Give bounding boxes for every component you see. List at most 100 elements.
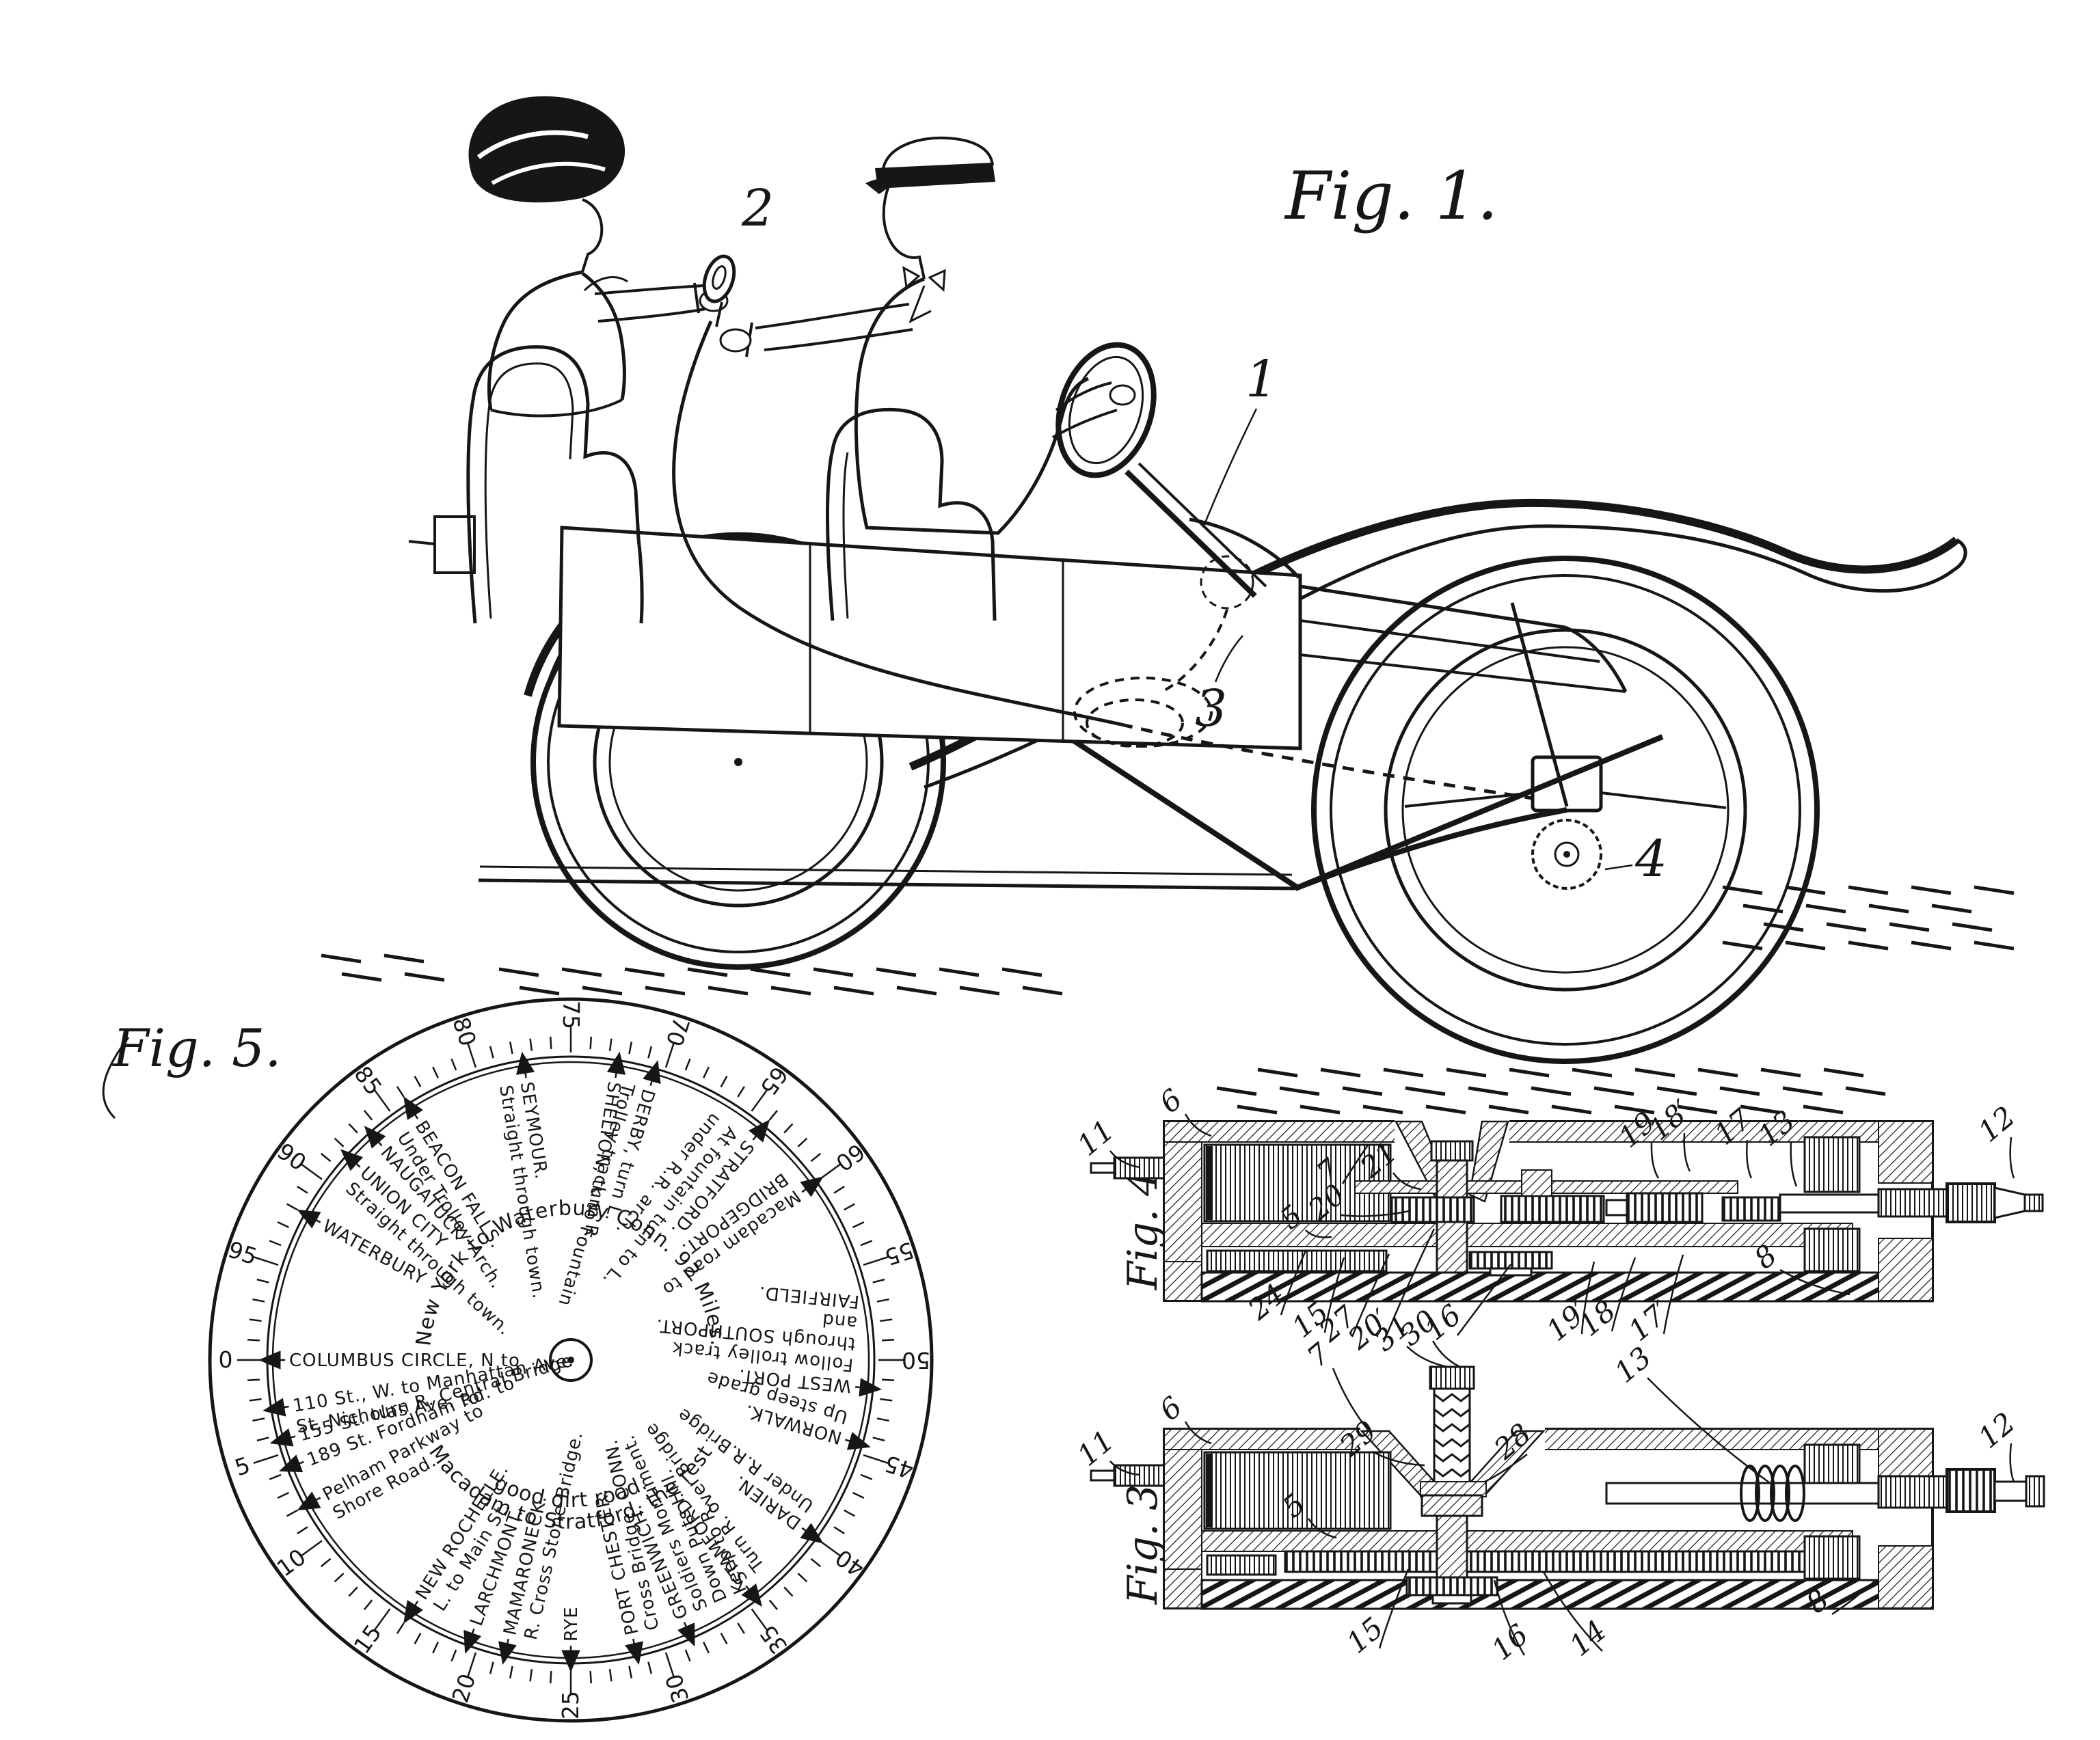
tick-minor [720, 1632, 728, 1644]
tick-minor [489, 1661, 494, 1674]
tick-minor [249, 1318, 262, 1322]
ground-hatch-line [1300, 1104, 1341, 1115]
route-entry: COLUMBUS CIRCLE, N to [258, 1350, 520, 1371]
part-callout-leader [1184, 1113, 1212, 1137]
tick-major [300, 1540, 323, 1557]
ground-hatch-line [341, 972, 382, 982]
fig4-shaft-through-wall [1877, 1188, 1948, 1218]
route-entry-arrow [498, 1638, 517, 1665]
ground-hatch-line [1614, 1104, 1655, 1115]
part-callout-leader [1484, 1454, 1528, 1483]
fig3-spring-drum [1203, 1451, 1392, 1530]
ground-hatch-line [1760, 1068, 1801, 1078]
hood-top-line [1300, 584, 1566, 629]
hand-indicator-device [702, 254, 736, 327]
fig3-worm-nut [1421, 1494, 1483, 1517]
ground-hatch-line [770, 985, 811, 996]
fig3-label: Fig. 3. [1119, 1471, 1167, 1605]
route-entry: RYE [561, 1606, 582, 1672]
ground-hatch-line [498, 967, 539, 977]
tick-minor [529, 1038, 533, 1051]
tick-minor [872, 1437, 885, 1442]
ground-hatch-line [833, 985, 874, 996]
ground-hatch-line [383, 953, 425, 964]
fig3-right-inner-block-bottom [1803, 1535, 1861, 1580]
tick-minor [252, 1298, 265, 1303]
ground-hatch-line [1974, 885, 2015, 895]
ground-hatch-line [1952, 922, 1993, 932]
steering-column [1125, 470, 1257, 598]
part-callout-leader [1493, 1579, 1526, 1656]
tick-minor [737, 1622, 746, 1634]
callout-3-leader [1214, 635, 1243, 683]
tick-minor [363, 1599, 373, 1611]
hub-drive-gear [1531, 819, 1602, 890]
flexible-cable-solid [672, 320, 1122, 726]
route-entry-arrow [262, 1398, 289, 1417]
front-perch-bar [1294, 734, 1664, 891]
ground-hatch-line [1719, 1086, 1760, 1096]
fig4-left-wall [1163, 1141, 1202, 1262]
fig4-bottom-band [1200, 1271, 1934, 1303]
indicator-dial [712, 265, 727, 290]
tick-label: 0 [219, 1346, 233, 1373]
tick-minor [320, 1558, 332, 1568]
part-callout-leader [1341, 1143, 1370, 1184]
fig3-knurled-screw [1433, 1389, 1471, 1482]
tick-minor [810, 1558, 822, 1568]
ground-hatch-line [1845, 1086, 1886, 1096]
fig4-flex-coupling [1946, 1182, 1996, 1223]
tick-minor [880, 1398, 893, 1402]
route-entry-arrow [297, 1209, 321, 1229]
ground-hatch-line [939, 967, 980, 977]
body-panel [557, 526, 1302, 750]
part-callout-leader [1580, 1261, 1596, 1335]
driver-bowtie [902, 266, 946, 293]
ground-hatch-line [519, 985, 560, 996]
part-callout-leader [1280, 1250, 1307, 1316]
ground-hatch-line [1593, 1086, 1634, 1096]
ground-hatch-line [1697, 1068, 1738, 1078]
fig3-left-wall [1163, 1449, 1202, 1570]
fig4-spring-drum-dark-edge [1206, 1146, 1213, 1220]
tick-minor [277, 1221, 289, 1228]
hood-low-line [1300, 653, 1626, 693]
fig4-right-wall-bottom [1878, 1238, 1933, 1301]
driver-right-hand [1109, 384, 1136, 406]
fig1-label: Fig. 1. [1284, 158, 1498, 234]
woman-cuff [693, 282, 700, 314]
woman-hat-swirl-1 [476, 130, 589, 159]
part-callout-leader [1647, 1377, 1773, 1486]
steering-column-2 [1138, 462, 1267, 588]
tick-major [467, 1042, 477, 1068]
ground-hatch-line [561, 967, 602, 977]
tick-minor [860, 1473, 873, 1480]
tick-minor [549, 1671, 552, 1684]
tick-minor [843, 1203, 855, 1211]
ground-hatch-line [1216, 1086, 1257, 1096]
part-callout-leader [1184, 1421, 1212, 1445]
column-indicator-dashed [1200, 555, 1254, 610]
fig3-left-stub-shaft [1113, 1464, 1168, 1487]
tick-minor [286, 1509, 299, 1517]
ground-hatch-line [1823, 1068, 1864, 1078]
fig3-coil-spring [1740, 1465, 1805, 1522]
fig4-center-post-cap [1430, 1140, 1474, 1162]
tick-minor [647, 1046, 653, 1059]
ground-hatch-line [1383, 1068, 1424, 1078]
disc-pivot-dot [567, 1357, 574, 1363]
callout-2: 2 [741, 179, 774, 238]
fig3-spring-drum-dark-edge [1206, 1454, 1213, 1527]
part-callout-leader [1611, 1257, 1637, 1332]
part-callout-leader [1831, 1581, 1875, 1616]
ground-hatch-line [1572, 1068, 1613, 1078]
part-callout-leader [1392, 1172, 1421, 1191]
tick-minor [833, 1185, 845, 1194]
flexible-cable-dashed [1120, 722, 1533, 800]
route-entry-text: COLUMBUS CIRCLE, N to [289, 1350, 520, 1371]
ground-hatch-line [1763, 922, 1804, 932]
tick-label: 75 [558, 1001, 584, 1029]
fig4-right-inner-block-bottom [1803, 1227, 1861, 1273]
route-entry-arrow [606, 1051, 625, 1078]
fig4-mid-plate [1201, 1223, 1853, 1247]
